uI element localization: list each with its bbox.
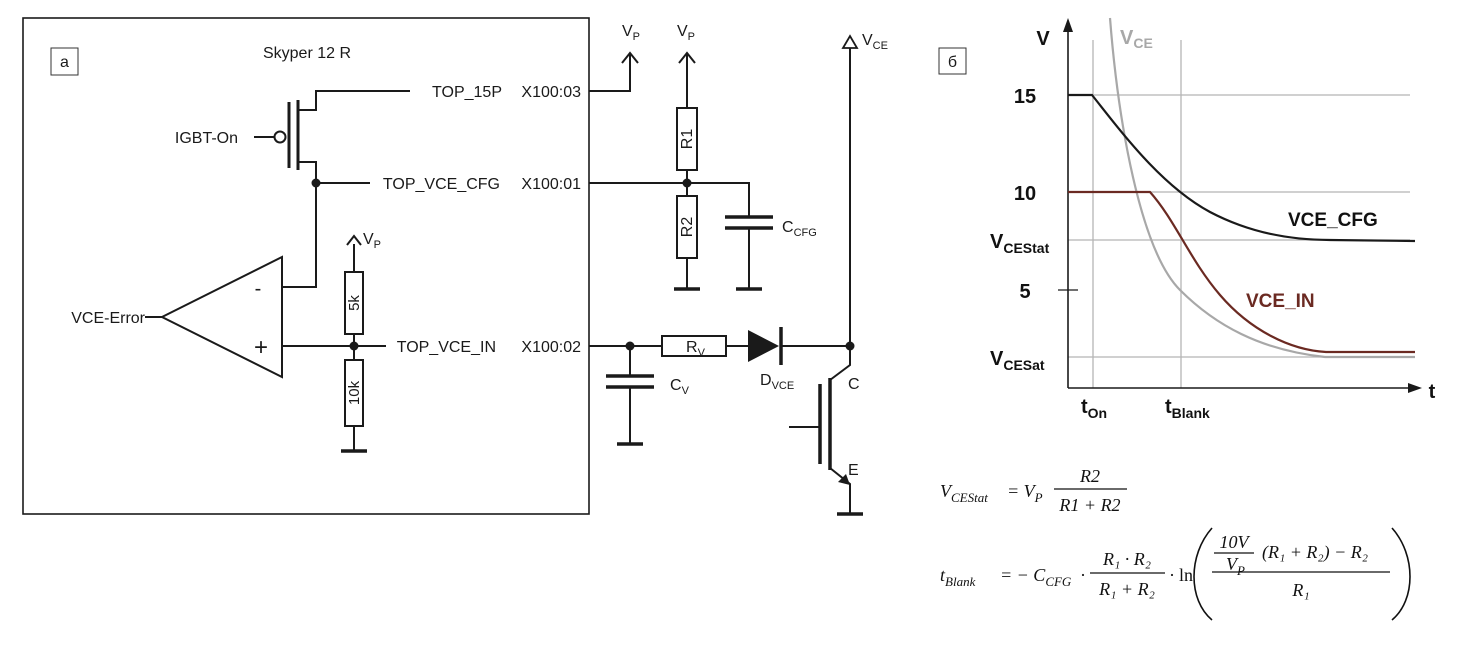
panel-a-schematic: a Skyper 12 R IGBT-On TOP_15P X100:03 TO…	[22, 17, 888, 516]
igbt: VCE C E	[789, 32, 888, 516]
curve-vce-cfg	[1068, 93, 1416, 243]
ccfg-label: CCFG	[782, 219, 817, 239]
cv-label: CV	[670, 377, 690, 397]
dvce-label: DVCE	[760, 372, 794, 392]
pin-x100-03: X100:03	[521, 84, 581, 101]
vce-top-label: VCE	[862, 32, 888, 52]
svg-text:R1: R1	[679, 129, 696, 150]
svg-text:tBlank: tBlank	[940, 565, 976, 589]
svg-text:R2: R2	[679, 217, 696, 238]
vce-error-label: VCE-Error	[71, 310, 145, 327]
skyper-box	[22, 17, 590, 515]
formula-vcestat: VCEStat = VP R2 R1 + R2	[940, 466, 1127, 515]
paren-left	[1193, 527, 1213, 621]
ln-label: ln	[1179, 565, 1193, 585]
tblank-label: tBlank	[1165, 396, 1210, 421]
y-tick-15: 15	[1014, 86, 1036, 108]
curve-vce-in	[1068, 190, 1415, 354]
vcestat-label: VCEStat	[990, 231, 1050, 256]
panel-a-tag-box	[50, 47, 79, 76]
vp-top15: VP	[622, 23, 640, 43]
svg-text:VP: VP	[1226, 554, 1245, 578]
inner-den: R₁	[1291, 580, 1309, 600]
f1-denominator: R1 + R2	[1058, 495, 1120, 515]
svg-text:5k: 5k	[346, 295, 363, 311]
vp-internal: VP	[363, 231, 381, 251]
net-top-vce-cfg: TOP_VCE_CFG	[383, 176, 500, 193]
svg-text:·: ·	[1080, 565, 1086, 585]
f1-numerator: R2	[1079, 466, 1100, 486]
panel-b-graph: б V t 15 10 5 VCEStat VCESat tOn tBlank …	[938, 17, 1436, 421]
vce-terminal	[841, 34, 859, 49]
net-top-vce-in: TOP_VCE_IN	[397, 339, 496, 356]
svg-text:·: ·	[1169, 565, 1175, 585]
vce-in-path: CV RV DVCE	[589, 327, 850, 446]
f2-frac1-den: R₁ + R₂	[1098, 579, 1155, 599]
panel-b-tag-box	[938, 47, 967, 75]
f2-frac1-num: R₁ · R₂	[1102, 549, 1151, 569]
net-top15p: TOP_15P	[432, 84, 502, 101]
svg-text:VCEStat: VCEStat	[940, 481, 988, 505]
panel-a-tag: a	[60, 54, 69, 71]
pin-x100-01: X100:01	[521, 176, 581, 193]
internal-divider: VP 5k 10k	[341, 231, 381, 453]
gate-bubble	[273, 130, 287, 144]
svg-text:= − CCFG: = − CCFG	[1000, 565, 1072, 589]
vce-cfg-curve-label: VCE_CFG	[1288, 210, 1378, 231]
formula-tblank: tBlank = − CCFG · R₁ · R₂ R₁ + R₂ · ln 1…	[940, 527, 1411, 621]
plus-input: +	[254, 334, 268, 361]
panel-b-tag: б	[948, 54, 957, 71]
paren-right	[1391, 527, 1411, 621]
inner-rest: (R₁ + R₂) − R₂	[1262, 542, 1368, 563]
vcesat-label: VCESat	[990, 348, 1045, 373]
minus-input: -	[255, 278, 262, 300]
svg-text:10k: 10k	[346, 380, 363, 405]
x-axis-label: t	[1429, 381, 1436, 403]
y-tick-5: 5	[1019, 281, 1030, 303]
ton-label: tOn	[1081, 396, 1107, 421]
curve-vce	[1108, 17, 1415, 359]
mosfet: IGBT-On	[175, 90, 410, 188]
collector-label: C	[848, 376, 860, 393]
y-tick-10: 10	[1014, 183, 1036, 205]
external-divider: VP R1 R2 CCFG	[589, 23, 817, 291]
diode-dvce	[748, 330, 779, 362]
igbt-on-label: IGBT-On	[175, 130, 238, 147]
emitter-label: E	[848, 462, 859, 479]
vce-in-curve-label: VCE_IN	[1246, 291, 1315, 312]
comparator: VCE-Error - +	[71, 183, 386, 379]
inner-10v: 10V	[1220, 532, 1251, 552]
skyper-title: Skyper 12 R	[263, 45, 351, 62]
rv-label: RV	[686, 339, 706, 359]
y-axis-label: V	[1036, 28, 1050, 50]
vp-r1: VP	[677, 23, 695, 43]
vce-curve-label: VCE	[1120, 27, 1153, 51]
pin-x100-02: X100:02	[521, 339, 581, 356]
svg-text:= VP: = VP	[1007, 481, 1043, 505]
